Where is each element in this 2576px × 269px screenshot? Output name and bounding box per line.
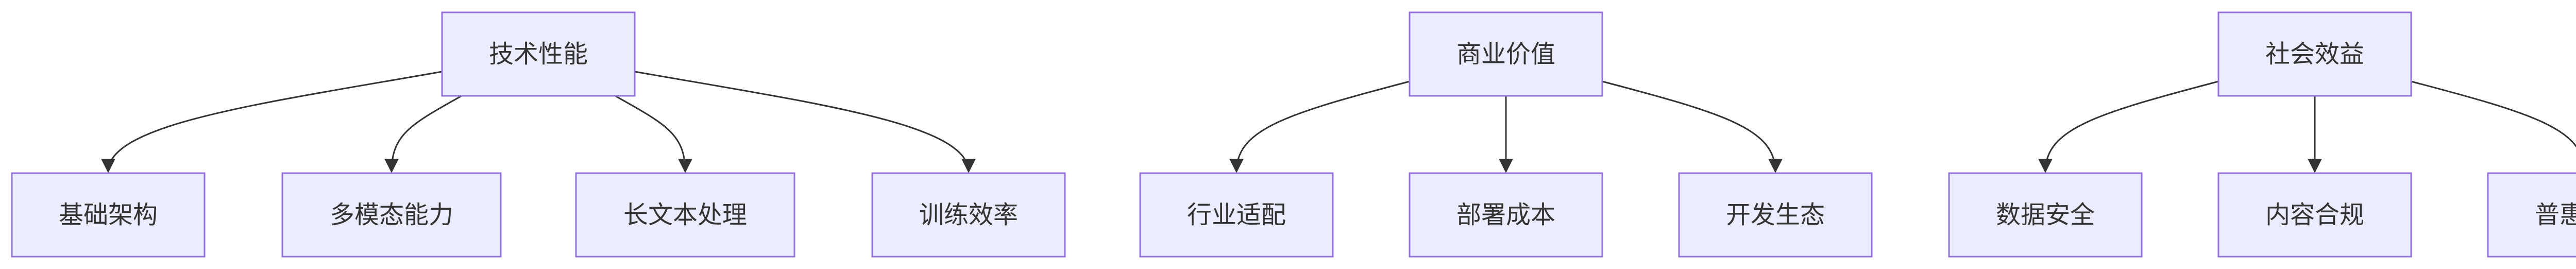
node-social-label: 社会效益 (2265, 40, 2364, 69)
edge-social-inclusive (2411, 80, 2576, 148)
node-compliance-label: 内容合规 (2265, 200, 2364, 229)
node-ecosystem-label: 开发生态 (1726, 200, 1825, 229)
edge-tech-training (634, 71, 976, 173)
edge-tech-longtext (615, 95, 692, 173)
node-compliance: 内容合规 (2217, 172, 2412, 258)
edge-tech-arch (101, 71, 443, 173)
node-arch-label: 基础架构 (59, 200, 158, 229)
node-security-label: 数据安全 (1996, 200, 2095, 229)
edge-tech-multimodal (384, 95, 462, 173)
node-inclusive: 普惠价值 (2487, 172, 2576, 258)
edge-biz-industry (1229, 80, 1410, 173)
edge-biz-ecosystem (1602, 80, 1783, 173)
node-longtext: 长文本处理 (575, 172, 795, 258)
node-industry-label: 行业适配 (1187, 200, 1286, 229)
node-longtext-label: 长文本处理 (623, 200, 747, 229)
node-inclusive-label: 普惠价值 (2535, 200, 2576, 229)
node-cost: 部署成本 (1409, 172, 1603, 258)
node-industry: 行业适配 (1139, 172, 1334, 258)
node-tech-label: 技术性能 (489, 40, 588, 69)
edge-social-security (2038, 80, 2219, 173)
node-ecosystem: 开发生态 (1678, 172, 1873, 258)
node-multimodal: 多模态能力 (281, 172, 502, 258)
node-biz-label: 商业价值 (1456, 40, 1555, 69)
node-social: 社会效益 (2217, 11, 2412, 97)
node-arch: 基础架构 (11, 172, 206, 258)
node-cost-label: 部署成本 (1456, 200, 1555, 229)
node-tech: 技术性能 (441, 11, 636, 97)
node-training-label: 训练效率 (919, 200, 1018, 229)
node-security: 数据安全 (1948, 172, 2143, 258)
node-multimodal-label: 多模态能力 (330, 200, 453, 229)
node-biz: 商业价值 (1409, 11, 1603, 97)
node-training: 训练效率 (871, 172, 1066, 258)
